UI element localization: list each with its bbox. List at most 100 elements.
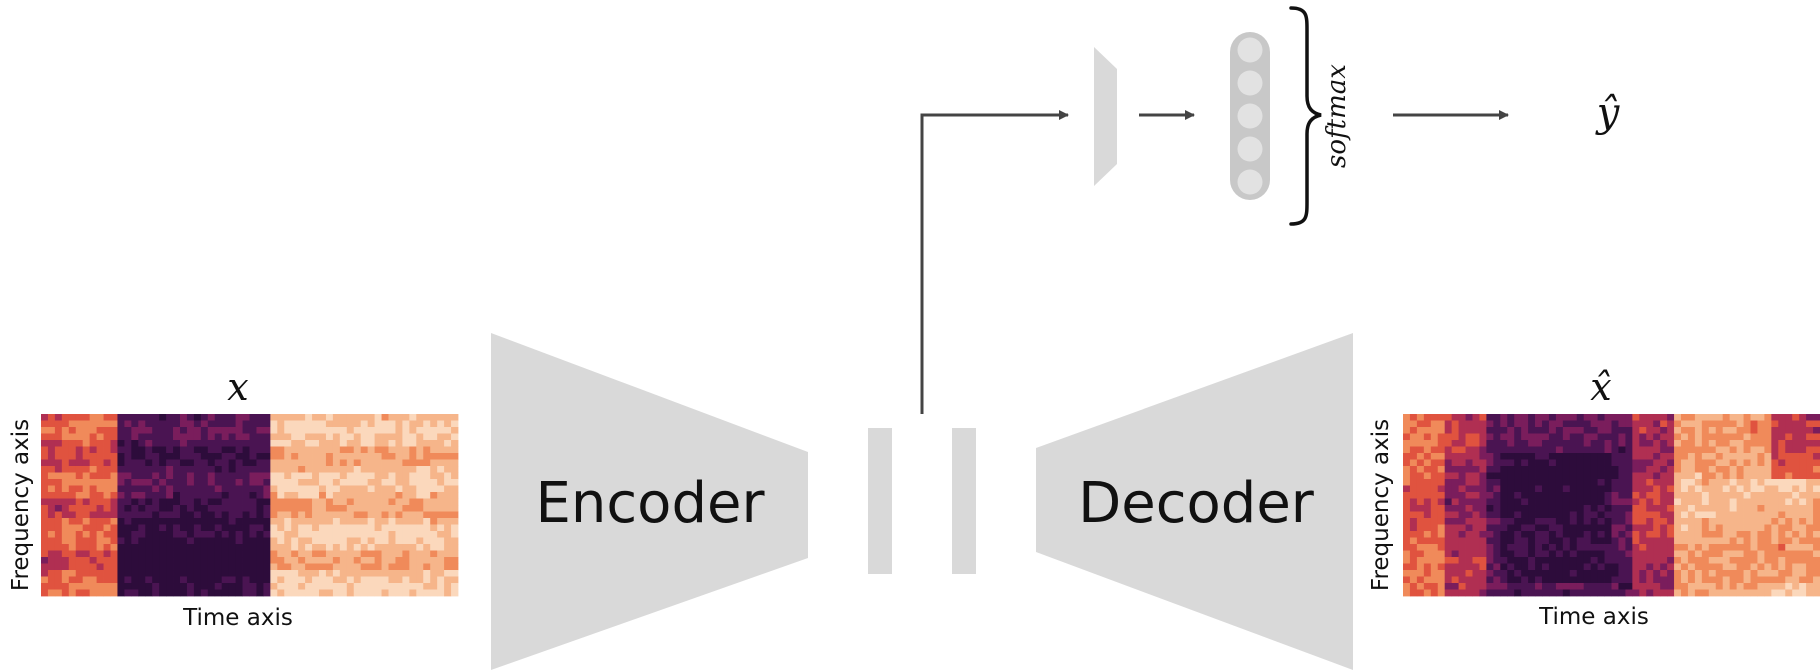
heatmap-cell bbox=[1493, 492, 1501, 499]
heatmap-cell bbox=[360, 589, 369, 597]
heatmap-cell bbox=[409, 440, 417, 447]
heatmap-cell bbox=[1555, 537, 1564, 545]
heatmap-cell bbox=[145, 537, 153, 545]
heatmap-cell bbox=[1653, 472, 1661, 480]
heatmap-cell bbox=[1437, 466, 1446, 473]
heatmap-cell bbox=[1750, 440, 1758, 447]
heatmap-cell bbox=[416, 531, 424, 538]
heatmap-cell bbox=[41, 583, 49, 590]
heatmap-cell bbox=[1423, 563, 1432, 571]
output-neuron-layer bbox=[1230, 32, 1270, 200]
heatmap-cell bbox=[138, 420, 146, 428]
heatmap-cell bbox=[1674, 427, 1682, 434]
heatmap-cell bbox=[75, 414, 84, 421]
heatmap-cell bbox=[1792, 518, 1800, 525]
heatmap-cell bbox=[1611, 550, 1619, 558]
heatmap-cell bbox=[159, 414, 167, 421]
heatmap-cell bbox=[1618, 537, 1626, 545]
heatmap-cell bbox=[1715, 427, 1724, 434]
heatmap-cell bbox=[1750, 570, 1758, 577]
heatmap-cell bbox=[1555, 531, 1564, 538]
encoder-block bbox=[491, 333, 808, 670]
heatmap-cell bbox=[346, 505, 355, 512]
heatmap-cell bbox=[1660, 589, 1668, 597]
heatmap-cell bbox=[96, 420, 104, 428]
heatmap-cell bbox=[193, 472, 202, 480]
heatmap-cell bbox=[1430, 440, 1439, 447]
heatmap-cell bbox=[1687, 459, 1696, 467]
heatmap-cell bbox=[444, 420, 452, 428]
heatmap-cell bbox=[353, 414, 362, 421]
heatmap-cell bbox=[298, 433, 306, 441]
heatmap-cell bbox=[1451, 524, 1459, 532]
heatmap-cell bbox=[41, 511, 49, 519]
heatmap-cell bbox=[82, 557, 91, 564]
heatmap-cell bbox=[409, 453, 417, 460]
reconstruction-spectrogram bbox=[1403, 414, 1820, 597]
heatmap-cell bbox=[145, 570, 153, 577]
heatmap-cell bbox=[402, 485, 410, 493]
heatmap-cell bbox=[1813, 459, 1820, 467]
heatmap-cell bbox=[1423, 570, 1432, 577]
heatmap-cell bbox=[152, 511, 160, 519]
heatmap-cell bbox=[1799, 459, 1807, 467]
heatmap-cell bbox=[270, 459, 278, 467]
heatmap-cell bbox=[1729, 531, 1737, 538]
heatmap-cell bbox=[298, 453, 306, 460]
heatmap-cell bbox=[1715, 518, 1724, 525]
heatmap-cell bbox=[332, 576, 341, 584]
heatmap-cell bbox=[1576, 537, 1585, 545]
heatmap-cell bbox=[291, 459, 299, 467]
heatmap-cell bbox=[263, 511, 271, 519]
heatmap-cell bbox=[61, 524, 70, 532]
heatmap-cell bbox=[193, 466, 202, 473]
heatmap-cell bbox=[256, 505, 264, 512]
heatmap-cell bbox=[159, 472, 167, 480]
heatmap-cell bbox=[1639, 576, 1647, 584]
heatmap-cell bbox=[451, 524, 459, 532]
heatmap-cell bbox=[1444, 505, 1453, 512]
heatmap-cell bbox=[1715, 459, 1724, 467]
heatmap-cell bbox=[214, 433, 223, 441]
heatmap-cell bbox=[159, 544, 167, 551]
heatmap-cell bbox=[1646, 563, 1654, 571]
heatmap-cell bbox=[207, 427, 216, 434]
heatmap-cell bbox=[138, 485, 146, 493]
heatmap-cell bbox=[1736, 531, 1744, 538]
heatmap-cell bbox=[249, 563, 257, 571]
heatmap-cell bbox=[1646, 485, 1654, 493]
heatmap-cell bbox=[1785, 544, 1793, 551]
heatmap-cell bbox=[1639, 531, 1647, 538]
heatmap-cell bbox=[1618, 563, 1626, 571]
heatmap-cell bbox=[346, 479, 355, 486]
heatmap-cell bbox=[360, 459, 369, 467]
heatmap-cell bbox=[207, 537, 216, 545]
heatmap-cell bbox=[409, 420, 417, 428]
heatmap-cell bbox=[1430, 557, 1439, 564]
heatmap-cell bbox=[242, 479, 250, 486]
heatmap-cell bbox=[117, 531, 125, 538]
heatmap-cell bbox=[339, 531, 348, 538]
heatmap-cell bbox=[388, 485, 396, 493]
heatmap-cell bbox=[1458, 531, 1466, 538]
heatmap-cell bbox=[1667, 537, 1675, 545]
heatmap-cell bbox=[173, 563, 181, 571]
heatmap-cell bbox=[166, 583, 174, 590]
heatmap-cell bbox=[1451, 466, 1459, 473]
heatmap-cell bbox=[1687, 479, 1696, 486]
heatmap-cell bbox=[270, 557, 278, 564]
heatmap-cell bbox=[159, 466, 167, 473]
encoder-label: Encoder bbox=[536, 471, 766, 536]
heatmap-cell bbox=[1458, 466, 1466, 473]
heatmap-cell bbox=[374, 524, 382, 532]
heatmap-cell bbox=[124, 505, 132, 512]
heatmap-cell bbox=[325, 485, 334, 493]
heatmap-cell bbox=[193, 414, 202, 421]
heatmap-cell bbox=[1715, 472, 1724, 480]
heatmap-cell bbox=[1611, 537, 1619, 545]
heatmap-cell bbox=[221, 498, 230, 506]
heatmap-cell bbox=[1590, 524, 1598, 532]
heatmap-cell bbox=[1694, 524, 1703, 532]
heatmap-cell bbox=[1785, 563, 1793, 571]
heatmap-cell bbox=[1618, 505, 1626, 512]
